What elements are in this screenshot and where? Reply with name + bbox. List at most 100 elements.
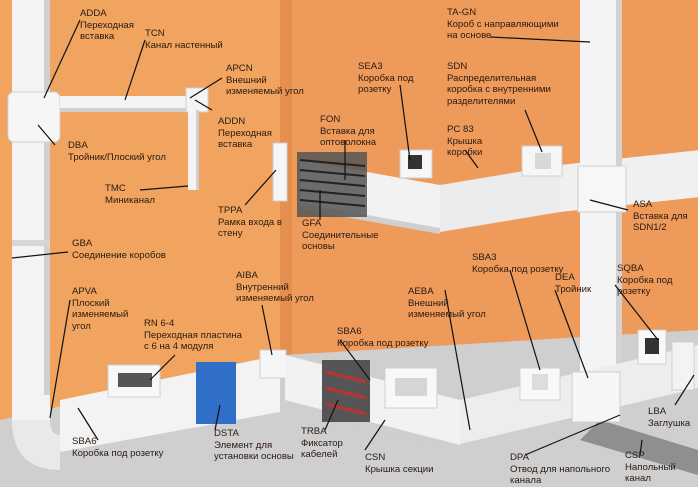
part-description: Тройник/Плоский угол [68, 151, 166, 163]
part-description: с 6 на 4 модуля [144, 341, 214, 352]
upper-left-duct [7, 87, 209, 190]
leader-lines [11, 19, 695, 456]
part-description: Канал настенный [145, 39, 223, 51]
part-description: Вставка для [633, 210, 688, 222]
part-description: угол [72, 320, 91, 332]
part-code: TPPA [218, 205, 243, 216]
part-description: вставка [218, 139, 253, 150]
part-code: APCN [226, 63, 253, 74]
part-description: Переходная [218, 127, 272, 139]
part-code: DBA [68, 140, 88, 151]
part-description: изменяемый угол [408, 309, 486, 320]
part-description: изменяемый [72, 309, 129, 320]
part-code: DPA [510, 452, 530, 463]
part-description: Распределительная [447, 72, 537, 84]
part-code: AIBA [236, 270, 258, 281]
upper-right-duct [272, 142, 698, 234]
part-code: CSN [365, 452, 386, 463]
part-description: Крышка [447, 135, 483, 147]
part-description: Коробка под розетку [337, 337, 429, 349]
part-description: Коробка под розетку [72, 447, 164, 459]
part-description: Соединительные [302, 229, 379, 241]
part-description: коробка с внутренними [447, 84, 551, 95]
part-code: ASA [633, 199, 653, 210]
part-code: APVA [72, 286, 97, 297]
part-code: CSP [625, 450, 645, 461]
part-description: Вставка для [320, 125, 375, 137]
part-code: SBA6 [337, 326, 362, 337]
part-code: SBA6 [72, 436, 97, 447]
part-description: Внешний [408, 297, 449, 309]
part-description: Короб с направляющими [447, 18, 559, 30]
part-description: канал [625, 473, 651, 484]
part-description: Переходная пластина [144, 329, 242, 341]
part-description: Плоский [72, 297, 110, 309]
part-description: Крышка секции [365, 463, 434, 475]
part-code: TA-GN [447, 7, 477, 18]
part-description: Миниканал [105, 194, 155, 206]
part-description: стену [218, 228, 243, 239]
part-description: установки основы [214, 451, 294, 462]
floor-channel [580, 420, 698, 475]
part-description: Коробка под розетку [472, 263, 564, 275]
part-description: Отвод для напольного [510, 463, 611, 475]
part-description: Коробка под [617, 274, 673, 286]
part-description: оптоволокна [320, 137, 377, 148]
part-description: Соединение коробов [72, 249, 166, 261]
part-description: разделителями [447, 95, 516, 107]
part-description: вставка [80, 31, 115, 42]
part-description: розетку [617, 286, 651, 297]
part-code: ADDA [80, 8, 107, 19]
part-code: GFA [302, 218, 322, 229]
part-description: на основе [447, 30, 492, 41]
part-code: RN 6-4 [144, 318, 175, 329]
part-code: TMC [105, 183, 126, 194]
part-description: Внешний [226, 74, 267, 86]
part-description: Коробка под [358, 72, 414, 84]
part-description: изменяемый угол [236, 293, 314, 304]
part-code: SEA3 [358, 61, 383, 72]
part-description: коробки [447, 147, 483, 158]
part-code: AEBA [408, 286, 434, 297]
right-vertical-duct [577, 0, 627, 390]
part-code: LBA [648, 406, 667, 417]
skirting-right [285, 329, 698, 452]
part-code: TRBA [301, 426, 327, 437]
part-description: SDN1/2 [633, 222, 667, 233]
part-description: Внутренний [236, 281, 289, 293]
part-description: Тройник [555, 283, 592, 295]
part-code: ADDN [218, 116, 246, 127]
part-code: DSTA [214, 428, 239, 439]
part-description: Напольный [625, 461, 676, 473]
part-code: GBA [72, 238, 93, 249]
